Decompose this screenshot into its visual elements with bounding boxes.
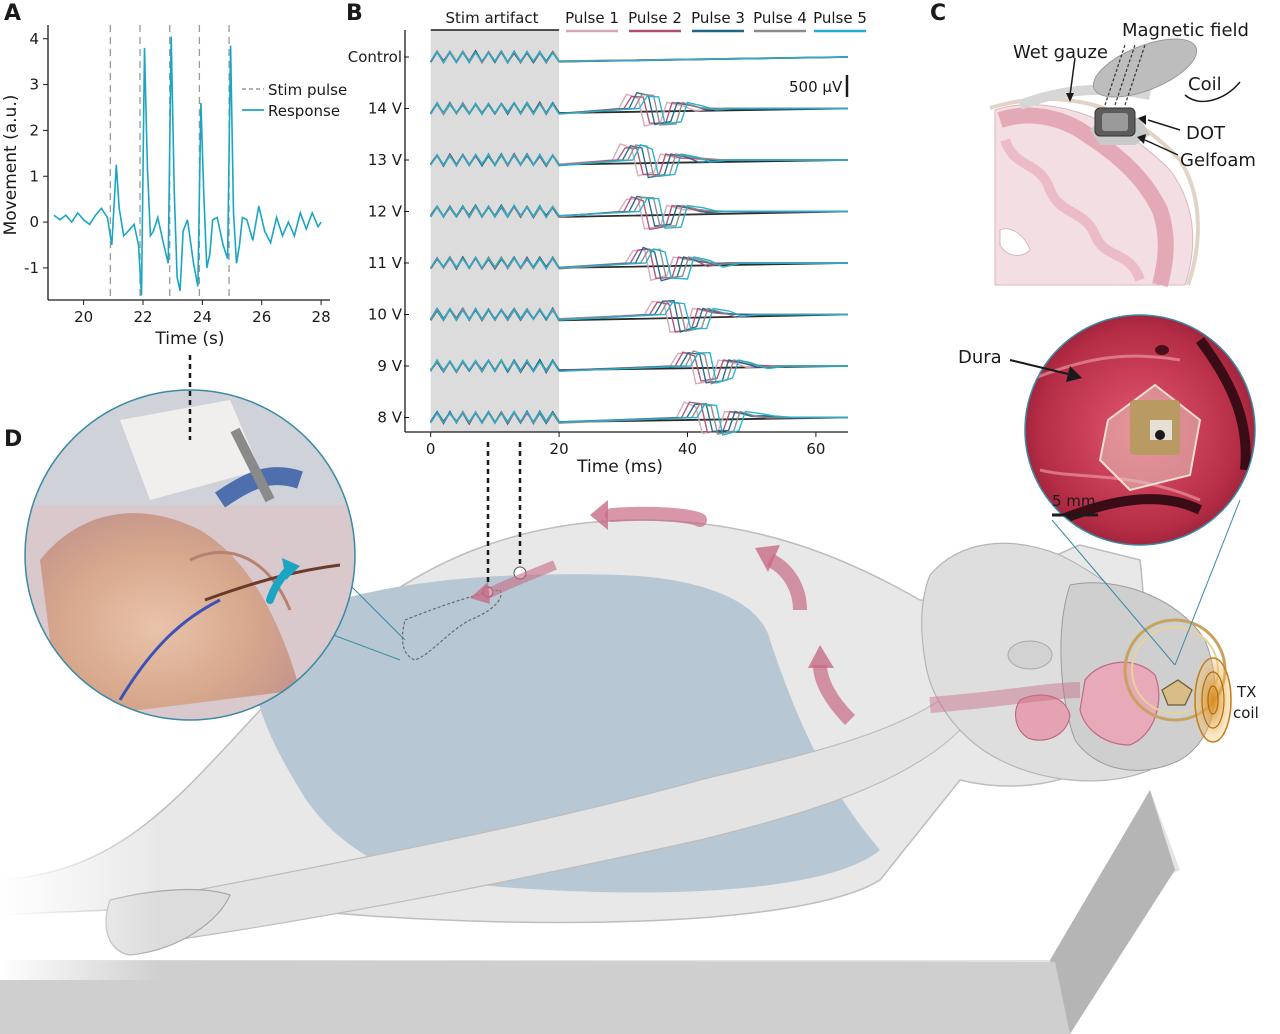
operating-table-side	[1050, 790, 1175, 1034]
trace-row-2-pulse-5	[430, 95, 848, 125]
panel-b-chart: B 0 20 40 60 Pulse 1 Pulse 2 Pulse 3 Pulse 4 Pul…	[346, 1, 867, 477]
row-label: 13 V	[368, 151, 403, 169]
zoom-line-dura-2	[1174, 499, 1241, 666]
trace-row-5-pulse-5	[430, 248, 848, 280]
label-dura: Dura	[958, 347, 1002, 368]
legend-response: Response	[268, 102, 340, 120]
panel-b-xlabel: Time (ms)	[576, 457, 663, 477]
scale-bar-5mm-label: 5 mm	[1052, 492, 1096, 510]
panel-b-plot: 0 20 40 60 Pulse 1 Pulse 2 Pulse 3 Pulse 4 Pulse…	[348, 9, 867, 458]
legend-pulse-3: Pulse 3	[691, 9, 745, 27]
tx-coil-label-2: coil	[1233, 704, 1259, 722]
signal-arrow-4	[482, 560, 557, 600]
patient-illustration: TX coil	[0, 499, 1259, 1034]
row-label: 11 V	[368, 254, 403, 272]
hand-photo-border	[24, 389, 356, 721]
panel-a-xtick-label: 26	[252, 308, 271, 326]
panel-a-xtick-label: 22	[133, 308, 152, 326]
signal-arrowhead-3	[808, 645, 834, 668]
panel-a-xtick-label: 20	[74, 308, 93, 326]
panel-letter-d: D	[4, 427, 22, 452]
signal-arrow-2	[766, 553, 807, 611]
trace-row-8-pulse-5	[430, 403, 848, 436]
label-magnetic-field: Magnetic field	[1122, 20, 1249, 41]
legend-pulse-1: Pulse 1	[565, 9, 619, 27]
row-label: 14 V	[368, 100, 403, 118]
signal-arrow-3	[813, 664, 856, 725]
panel-c: C Wet gauze Magnetic field Coil	[930, 1, 1256, 546]
legend-stim-pulse: Stim pulse	[268, 81, 347, 99]
label-dot: DOT	[1186, 123, 1226, 144]
panel-a-ytick-label: 4	[29, 30, 39, 48]
cerebellum	[1015, 694, 1071, 741]
panel-a-ytick-label: -1	[24, 259, 39, 277]
trace-row-6-pulse-5	[430, 301, 848, 330]
scale-bar-500uv-label: 500 µV	[789, 78, 843, 96]
dura-arrow-head	[1066, 366, 1082, 382]
panel-b-xtick-label: 60	[806, 440, 825, 458]
legend-pulse-2: Pulse 2	[628, 9, 682, 27]
signal-arrow-5	[929, 682, 1081, 713]
signal-arrow-1	[605, 506, 707, 527]
panel-a-ylabel: Movement (a.u.)	[1, 95, 21, 236]
trace-row-4-pulse-5	[430, 197, 848, 229]
row-label: 8 V	[377, 409, 402, 427]
zoom-line-dura-1	[1051, 519, 1176, 666]
hand-photo	[24, 389, 356, 721]
cortex-layer	[997, 107, 1174, 287]
response-series-line	[53, 36, 322, 296]
trace-row-1-pulse-5	[430, 49, 849, 65]
panel-a-xtick-label: 24	[193, 308, 212, 326]
trace-row-7-pulse-5	[430, 351, 848, 384]
dura-photo-border	[1024, 314, 1256, 546]
panel-b-xtick-label: 20	[550, 440, 569, 458]
panel-a-xlabel: Time (s)	[154, 329, 224, 349]
panel-a-chart: A 20 22 24 26 28 -1 0 1 2 3 4 Time (s) Movement (a…	[1, 1, 347, 349]
legend-pulse-4: Pulse 4	[753, 9, 807, 27]
panel-a-ytick-label: 2	[29, 121, 39, 139]
tx-coil	[1194, 657, 1232, 743]
panel-a-ytick-label: 3	[29, 76, 39, 94]
panel-letter-b: B	[346, 1, 363, 26]
coil-wire	[1184, 81, 1241, 103]
legend-pulse-5: Pulse 5	[813, 9, 867, 27]
row-label: 12 V	[368, 203, 403, 221]
magnetic-field-lines	[1104, 44, 1146, 106]
coil	[1092, 38, 1198, 98]
label-wet-gauze: Wet gauze	[1013, 42, 1108, 63]
dura-photo	[1025, 315, 1255, 545]
signal-arrowhead-4	[470, 582, 490, 604]
signal-arrowhead-1	[590, 500, 608, 530]
row-label: 9 V	[377, 357, 402, 375]
tx-coil-label-1: TX	[1236, 683, 1256, 701]
row-label: 10 V	[368, 306, 403, 324]
panel-b-xtick-label: 0	[426, 440, 436, 458]
panel-a-xtick-label: 28	[312, 308, 331, 326]
dot-implant	[1161, 679, 1193, 706]
panel-a-ytick-label: 1	[29, 167, 39, 185]
patient-hand-outline	[401, 589, 502, 661]
stim-artifact-label: Stim artifact	[446, 9, 539, 27]
operating-table-front	[0, 960, 1070, 1034]
panel-letter-a: A	[4, 1, 21, 26]
row-label: Control	[348, 48, 402, 66]
label-gelfoam: Gelfoam	[1180, 150, 1256, 171]
panel-letter-c: C	[930, 1, 946, 26]
trace-row-3-pulse-5	[430, 143, 848, 178]
panel-a-ytick-label: 0	[29, 213, 39, 231]
label-coil: Coil	[1188, 74, 1222, 95]
patient-ear	[1007, 640, 1053, 670]
panel-a-plot: 20 22 24 26 28 -1 0 1 2 3 4	[24, 25, 331, 326]
panel-b-xtick-label: 40	[678, 440, 697, 458]
signal-arrowhead-2	[755, 545, 780, 572]
